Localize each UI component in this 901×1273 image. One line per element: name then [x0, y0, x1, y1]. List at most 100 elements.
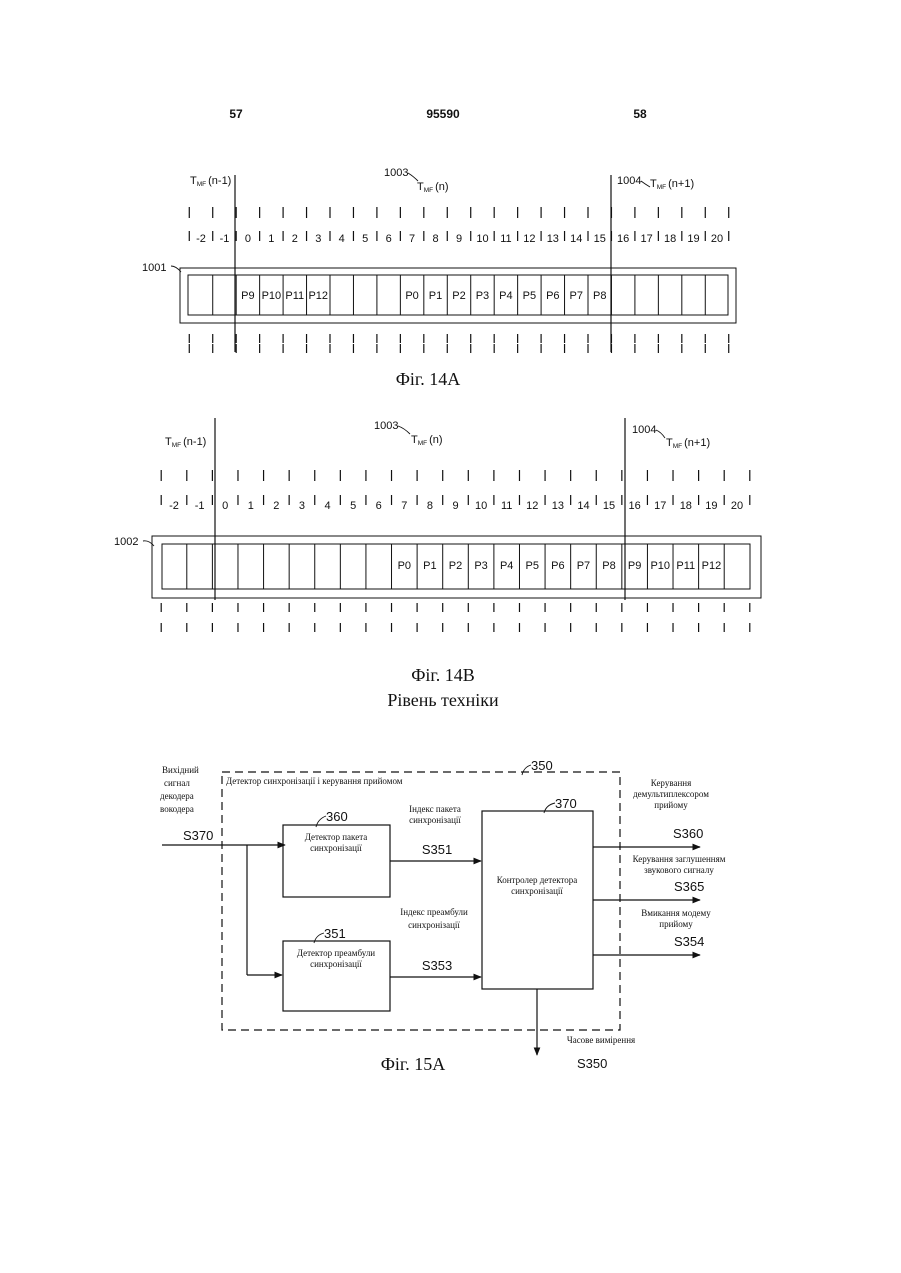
- packet-label: P11: [285, 290, 304, 302]
- packet-label: P10: [262, 290, 282, 302]
- slot-number: 20: [731, 500, 743, 512]
- ref-1001-label: 1001: [142, 262, 166, 274]
- ref-360: 360: [326, 809, 348, 824]
- packet-detector-label-1: Детектор пакета: [305, 832, 367, 842]
- slot-number: 4: [324, 500, 330, 512]
- slot-number: 18: [680, 500, 692, 512]
- fig-14b-subcaption: Рівень техніки: [387, 690, 499, 710]
- controller-label-2: синхронізації: [511, 886, 563, 896]
- packet-cells: P0P1P2P3P4P5P6P7P8P9P10P11P12: [187, 544, 724, 589]
- tmf-cur-label: TMF(n): [417, 181, 449, 194]
- packet-label: P8: [602, 560, 615, 572]
- ref-351: 351: [324, 926, 346, 941]
- ref-1002-label: 1002: [114, 536, 138, 548]
- slot-number: 2: [273, 500, 279, 512]
- ref-1003-leader: [398, 426, 410, 434]
- slot-number: 2: [292, 233, 298, 245]
- sync-detector-controller-box: [482, 811, 593, 989]
- slot-number: -2: [169, 500, 179, 512]
- input-label-line-1: Вихідний: [162, 765, 199, 775]
- slot-number: 17: [641, 233, 653, 245]
- slot-number: 19: [705, 500, 717, 512]
- packet-index-label-2: синхронізації: [409, 815, 461, 825]
- slot-number: 18: [664, 233, 676, 245]
- tmf-cur-label: TMF(n): [411, 434, 443, 447]
- slot-number: 7: [409, 233, 415, 245]
- output-2-label-2: звукового сигналу: [644, 865, 714, 875]
- ref-1004-leader: [641, 181, 650, 187]
- packet-label: P3: [474, 560, 487, 572]
- left-page-number: 57: [229, 107, 243, 121]
- packet-label: P1: [423, 560, 436, 572]
- slot-number: 1: [268, 233, 274, 245]
- slot-number: 9: [452, 500, 458, 512]
- slot-number: 13: [552, 500, 564, 512]
- controller-label-1: Контролер детектора: [497, 875, 578, 885]
- preamble-index-label-2: синхронізації: [408, 920, 460, 930]
- output-1-label-1: Керування: [651, 778, 691, 788]
- signal-s365: S365: [674, 879, 704, 894]
- input-signal-s370: S370: [183, 828, 213, 843]
- slot-number-labels: -2-101234567891011121314151617181920: [169, 500, 743, 512]
- slot-number: 19: [687, 233, 699, 245]
- packet-label: P11: [676, 560, 695, 572]
- tmf-next-label: TMF(n+1): [650, 178, 694, 191]
- fig-14b: TMF(n-1) 1003 TMF(n) 1004 TMF(n+1) 1002 …: [114, 418, 761, 710]
- ref-1003-label: 1003: [374, 420, 398, 432]
- patent-number: 95590: [426, 107, 460, 121]
- output-1-label-3: прийому: [654, 800, 688, 810]
- signal-s351: S351: [422, 842, 452, 857]
- packet-label: P5: [523, 290, 536, 302]
- packet-label: P0: [405, 290, 418, 302]
- packet-label: P2: [452, 290, 465, 302]
- ref-1004-label: 1004: [632, 424, 656, 436]
- ref-1004-leader: [656, 430, 665, 438]
- packet-label: P4: [500, 560, 513, 572]
- packet-label: P5: [526, 560, 539, 572]
- slot-number: 8: [432, 233, 438, 245]
- ref-370: 370: [555, 796, 577, 811]
- slot-number: 5: [350, 500, 356, 512]
- ref-1004-label: 1004: [617, 175, 641, 187]
- slot-number: 9: [456, 233, 462, 245]
- ref-1003-label: 1003: [384, 167, 408, 179]
- slot-number: -1: [220, 233, 230, 245]
- input-label-line-4: вокодера: [160, 804, 194, 814]
- packet-label: P7: [570, 290, 583, 302]
- slot-number-labels: -2-101234567891011121314151617181920: [196, 233, 723, 245]
- packet-label: P9: [241, 290, 254, 302]
- signal-s354: S354: [674, 934, 704, 949]
- slot-ticks: [161, 470, 750, 632]
- slot-number: 12: [526, 500, 538, 512]
- fig-15a-caption: Фіг. 15А: [381, 1054, 446, 1074]
- packet-label: P8: [593, 290, 606, 302]
- slot-number: -1: [195, 500, 205, 512]
- packet-label: P7: [577, 560, 590, 572]
- packet-label: P1: [429, 290, 442, 302]
- fig-14a: TMF(n-1) 1003 TMF(n) 1004 TMF(n+1) 1001 …: [142, 167, 736, 389]
- slot-number: 20: [711, 233, 723, 245]
- preamble-detector-label-2: синхронізації: [310, 959, 362, 969]
- outer-box-title: Детектор синхронізації і керування прийо…: [226, 776, 403, 786]
- output-2-label-1: Керування заглушенням: [633, 854, 726, 864]
- slot-number: 6: [386, 233, 392, 245]
- packet-label: P3: [476, 290, 489, 302]
- slot-number: 0: [222, 500, 228, 512]
- slot-number: 15: [594, 233, 606, 245]
- fig-15a: Вихідний сигнал декодера вокодера S370 Д…: [160, 758, 726, 1074]
- slot-number: 4: [339, 233, 345, 245]
- signal-s360: S360: [673, 826, 703, 841]
- signal-s353: S353: [422, 958, 452, 973]
- slot-ticks: [189, 207, 728, 353]
- slot-number: 8: [427, 500, 433, 512]
- packet-index-label-1: Індекс пакета: [409, 804, 461, 814]
- packet-label: P6: [546, 290, 559, 302]
- slot-number: 5: [362, 233, 368, 245]
- preamble-detector-label-1: Детектор преамбули: [297, 948, 375, 958]
- packet-label: P10: [650, 560, 670, 572]
- slot-number: 10: [476, 233, 488, 245]
- packet-label: P12: [308, 290, 328, 302]
- slot-number: 11: [501, 500, 512, 512]
- signal-s350: S350: [577, 1056, 607, 1071]
